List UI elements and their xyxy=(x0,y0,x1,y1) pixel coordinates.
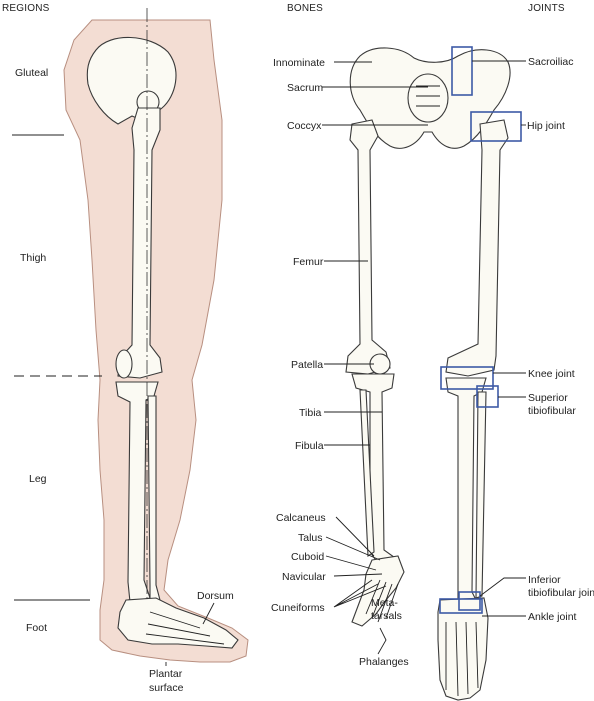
hip-joint-box xyxy=(470,111,522,142)
thigh-label: Thigh xyxy=(20,252,46,264)
plantar-label-line1: Plantar xyxy=(149,668,183,680)
foot-bones-left xyxy=(351,555,405,627)
calcaneus-leader xyxy=(335,516,375,557)
fibula-anterior-left xyxy=(359,389,375,557)
joints-heading: JOINTS xyxy=(528,3,565,14)
sacroiliac-box xyxy=(451,46,473,96)
superior-tibiofibular-label-line2: tibiofibular xyxy=(528,405,576,417)
sacrum-label: Sacrum xyxy=(287,82,323,94)
limb-silhouette xyxy=(63,19,249,663)
inferior-tibiofibular-leader xyxy=(479,577,526,597)
cuboid-leader xyxy=(325,555,377,571)
navicular-label: Navicular xyxy=(282,571,326,583)
inferior-tibiofibular-label-line2: tibiofibular joint xyxy=(528,587,594,599)
talus-label: Talus xyxy=(298,532,323,544)
cuboid-label: Cuboid xyxy=(291,551,324,563)
dorsum-label: Dorsum xyxy=(197,590,234,602)
knee-joint-label: Knee joint xyxy=(528,368,575,380)
femur-lateral xyxy=(117,107,163,379)
anterior-skeleton-illustration xyxy=(345,47,511,701)
phalanges-leader xyxy=(377,627,387,655)
dorsum-leader xyxy=(202,602,215,625)
foot-label: Foot xyxy=(26,622,47,634)
coccyx-label: Coccyx xyxy=(287,120,322,132)
ankle-joint-box xyxy=(439,598,483,614)
patella-label: Patella xyxy=(291,359,323,371)
metatarsals-label-line1: Meta- xyxy=(371,597,398,609)
metatarsal-lines-lateral xyxy=(145,611,225,645)
tibia-label: Tibia xyxy=(299,407,322,419)
knee-joint-box xyxy=(440,366,494,390)
femur-anterior-right xyxy=(445,119,509,377)
talus-leader xyxy=(325,536,381,561)
calcaneus-label: Calcaneus xyxy=(276,512,326,524)
bones-heading: BONES xyxy=(287,3,323,14)
cuneiforms-label: Cuneiforms xyxy=(271,602,325,614)
lateral-limb-illustration xyxy=(63,8,249,663)
femur-label: Femur xyxy=(293,256,324,268)
metatarsals-label-line2: tarsals xyxy=(371,610,402,622)
foot-bones-right xyxy=(437,597,489,701)
tibia-anterior-left xyxy=(351,373,400,567)
metatarsal-lines-right xyxy=(445,621,479,697)
sacral-foramina xyxy=(416,85,440,107)
patella-lateral xyxy=(115,349,133,379)
leg-label: Leg xyxy=(29,473,47,485)
femur-anterior-left xyxy=(345,119,391,375)
gluteal-label: Gluteal xyxy=(15,67,48,79)
ankle-joint-label: Ankle joint xyxy=(528,611,577,623)
metatarsal-lines-left xyxy=(365,579,399,623)
fibula-anterior-right xyxy=(475,391,487,599)
inferior-tibiofibular-label-line1: Inferior xyxy=(528,574,561,586)
plantar-label-line2: surface xyxy=(149,682,184,694)
innominate-label: Innominate xyxy=(273,57,325,69)
cuneiforms-leaders xyxy=(333,579,387,608)
regions-heading: REGIONS xyxy=(2,3,50,14)
sacroiliac-label: Sacroiliac xyxy=(528,56,574,68)
phalanges-label: Phalanges xyxy=(359,656,409,668)
superior-tibiofibular-label-line1: Superior xyxy=(528,392,568,404)
sacrum-anterior xyxy=(407,73,449,123)
hip-joint-label: Hip joint xyxy=(527,120,565,132)
inferior-tibiofibular-box xyxy=(458,591,481,611)
superior-tibiofibular-box xyxy=(476,385,499,408)
fibula-label: Fibula xyxy=(295,440,324,452)
navicular-leader xyxy=(333,573,383,577)
